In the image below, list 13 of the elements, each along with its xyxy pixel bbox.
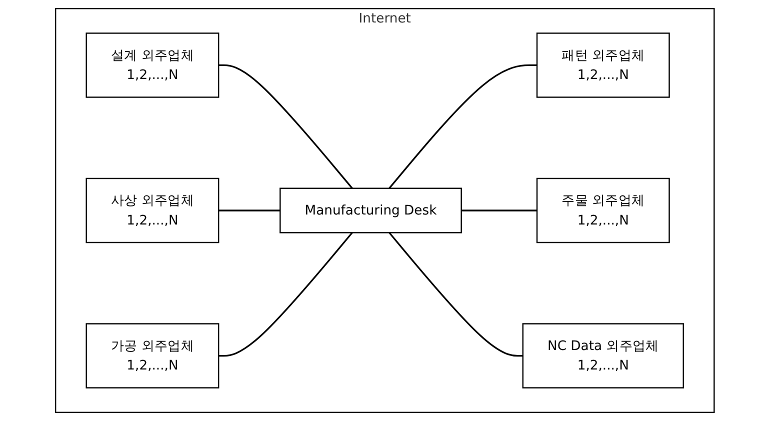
connector — [460, 210, 537, 212]
connector — [388, 64, 537, 189]
connector — [218, 232, 352, 357]
node-box: 설계 외주업체 1,2,...,N — [85, 32, 219, 98]
node-box: 주물 외주업체 1,2,...,N — [536, 178, 670, 244]
node-box: NC Data 외주업체 1,2,...,N — [522, 323, 684, 388]
node-box: 패턴 외주업체 1,2,...,N — [536, 32, 670, 98]
node-box: 사상 외주업체 1,2,...,N — [85, 178, 219, 244]
node-box: Manufacturing Desk — [279, 188, 462, 234]
node-box: 가공 외주업체 1,2,...,N — [85, 323, 219, 388]
connector — [218, 64, 352, 189]
connector — [218, 210, 280, 212]
connector — [388, 232, 523, 357]
